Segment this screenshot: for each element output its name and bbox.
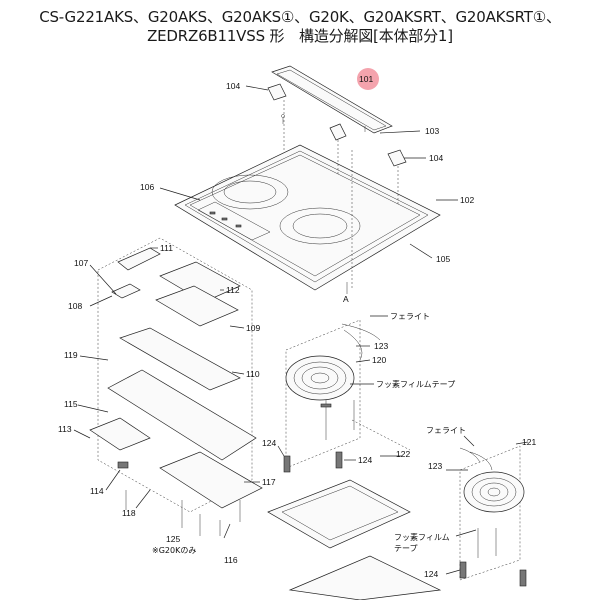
part-108 [111,283,141,299]
part-103-bracket [329,123,347,141]
label-115: 115 [64,399,78,409]
part-106-left-burner [211,174,289,210]
part-119-enclosure [97,237,253,513]
highlight-101 [357,68,379,90]
label-124-c: 124 [424,569,438,579]
part-105-glass [189,154,421,277]
label-tape-1: フッ素フィルムテープ [376,379,455,389]
label-118: 118 [122,508,136,518]
label-101: 101 [359,74,373,84]
label-123-a: 123 [374,341,388,351]
part-104-left [267,83,287,101]
part-110 [119,327,241,391]
label-102: 102 [460,195,474,205]
label-122: 122 [396,449,410,459]
label-tape-2-line2: テープ [394,544,418,553]
label-112: 112 [226,285,240,295]
label-107: 107 [74,258,88,268]
part-120-coil [285,355,355,401]
label-105: 105 [436,254,450,264]
label-125: 125 [166,534,180,544]
label-113: 113 [58,424,72,434]
label-116: 116 [224,555,238,565]
label-120: 120 [372,355,386,365]
top-plate-assembly [174,65,441,291]
label-110: 110 [246,369,260,379]
part-102-frame [174,144,441,291]
diagram-title-line1: CS-G221AKS、G20AKS、G20AKS①、G20K、G20AKSRT、… [39,8,561,26]
right-burner-ring [279,207,361,245]
coil-120-assembly [285,319,381,469]
base-122 [267,419,442,600]
diagram-title-line2: ZEDRZ6B11VSS 形 構造分解図[本体部分1] [147,27,453,45]
label-ferrite-1: フェライト [390,312,430,321]
label-111: 111 [160,243,173,253]
part-104-right [387,149,407,167]
label-106: 106 [140,182,154,192]
label-123-b: 123 [428,461,442,471]
part-117 [159,451,263,509]
label-124-a: 124 [262,438,276,448]
part-115 [107,369,257,461]
note-g20k: ※G20Kのみ [152,546,196,555]
label-tape-2-line1: フッ素フィルム [394,532,450,542]
label-108: 108 [68,301,82,311]
label-103: 103 [425,126,439,136]
label-a-mark: A [343,294,349,304]
lower-housing [288,555,442,600]
part-113 [89,417,151,451]
label-ferrite-2: フェライト [426,426,466,435]
part-111 [117,247,161,271]
label-119: 119 [64,350,78,360]
label-114: 114 [90,486,104,496]
control-panel-assembly [89,237,263,536]
part-114 [117,461,129,469]
label-121: 121 [522,437,536,447]
label-104-top: 104 [226,81,240,91]
part-109 [155,285,239,327]
part-101-bar [271,65,393,134]
coil-121-assembly [459,445,525,581]
label-104-right: 104 [429,153,443,163]
label-124-b: 124 [358,455,372,465]
part-122-base [267,479,411,549]
label-109: 109 [246,323,260,333]
label-117: 117 [262,477,276,487]
